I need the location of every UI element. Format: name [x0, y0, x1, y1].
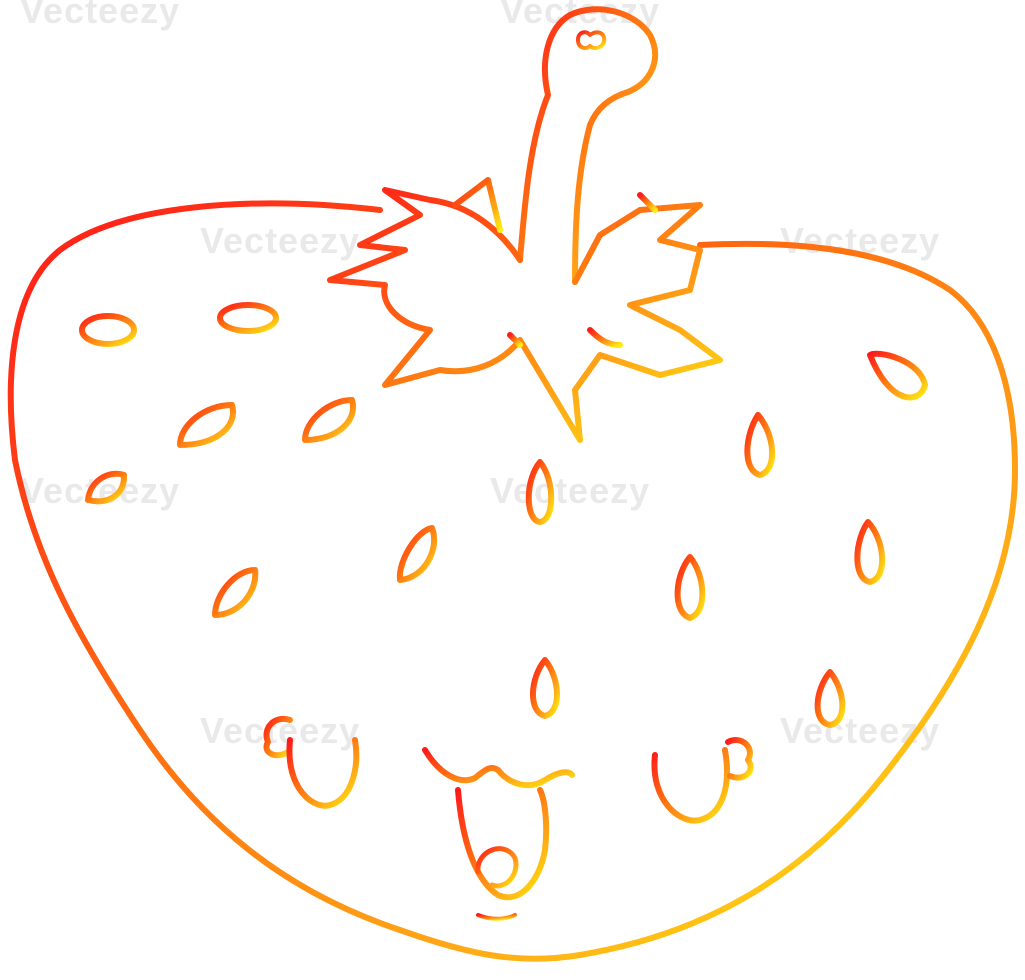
calyx-inner-3 [507, 332, 523, 348]
seed [744, 412, 776, 478]
left-eye [286, 737, 360, 809]
seed [302, 397, 357, 443]
seed [525, 459, 555, 525]
stem-top-heart [576, 30, 607, 51]
watermark-top: Vecteezy [20, 0, 181, 31]
watermark-row4-right: Vecteezy [780, 710, 941, 751]
seed [79, 313, 137, 347]
seed [867, 350, 928, 401]
left-cheek [263, 715, 293, 759]
mouth-open [455, 787, 550, 901]
seed [212, 567, 259, 618]
mouth [422, 747, 575, 789]
calyx-inner-1 [452, 177, 503, 233]
strawberry-stem [517, 6, 658, 285]
seed [85, 470, 127, 505]
right-eye [651, 747, 731, 824]
seed [396, 525, 438, 583]
watermark-row2-left: Vecteezy [200, 220, 361, 261]
tongue [475, 846, 519, 889]
seed [530, 657, 560, 719]
seed [854, 519, 886, 585]
seed [674, 554, 706, 621]
right-cheek [725, 737, 754, 781]
chin-line [476, 913, 517, 921]
seed [217, 302, 279, 334]
calyx-inner-4 [587, 327, 623, 348]
strawberry-body-outline [7, 200, 1018, 962]
seed [814, 669, 846, 728]
calyx-inner-2 [637, 192, 658, 213]
watermark-row3-center: Vecteezy [490, 470, 651, 511]
seed [177, 402, 237, 448]
